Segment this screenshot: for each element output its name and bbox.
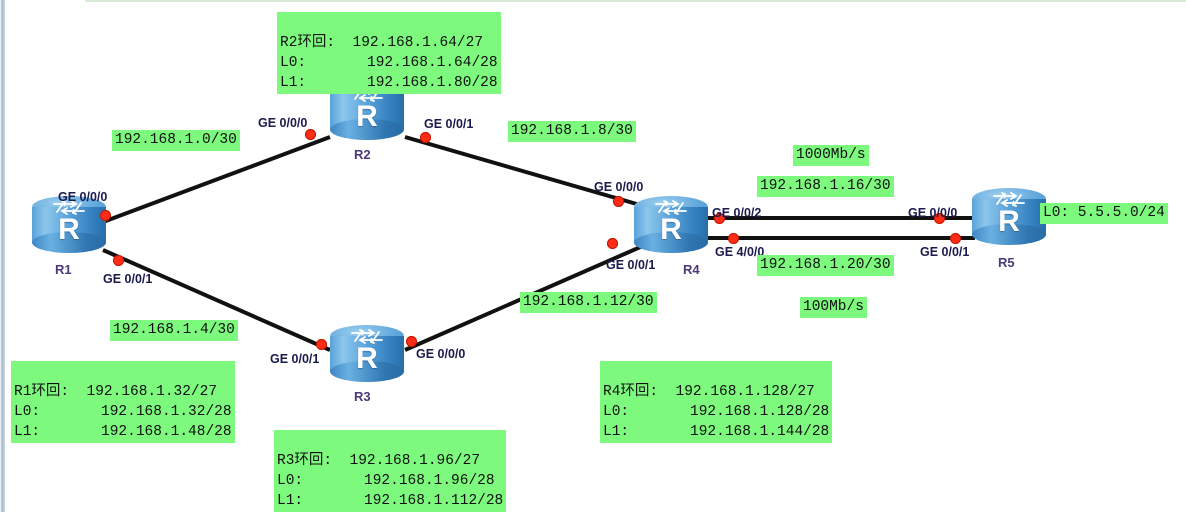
router-label-r5: R5 xyxy=(998,255,1015,270)
link-subnet-r3-r4: 192.168.1.12/30 xyxy=(520,292,657,313)
loopback-r3-l1-label: L1: xyxy=(277,493,304,509)
router-label-r4: R4 xyxy=(683,262,700,277)
link-subnet-r1-r2: 192.168.1.0/30 xyxy=(112,130,240,151)
loopback-block-r4: R4环回: 192.168.1.128/27 L0: 192.168.1.128… xyxy=(600,361,833,443)
link-subnet-r4-r5-upper: 192.168.1.16/30 xyxy=(757,176,894,197)
port-dot-r2-ge000[interactable] xyxy=(305,129,316,140)
interface-label-r2-ge001: GE 0/0/1 xyxy=(424,117,474,131)
loopback-r3-summary-value: 192.168.1.96/27 xyxy=(349,453,481,469)
loopback-block-r1: R1环回: 192.168.1.32/27 L0: 192.168.1.32/2… xyxy=(11,361,235,443)
interface-label-r5-ge000: GE 0/0/0 xyxy=(908,206,958,220)
window-left-border xyxy=(0,0,5,512)
router-r3[interactable]: R xyxy=(330,325,404,385)
loopback-r2-l1-label: L1: xyxy=(280,75,307,91)
interface-label-r4-ge002: GE 0/0/2 xyxy=(712,206,762,220)
link-r1-r3 xyxy=(102,248,331,352)
loopback-r4-summary-value: 192.168.1.128/27 xyxy=(675,384,815,400)
router-r5[interactable]: R xyxy=(972,188,1046,248)
router-bottom xyxy=(634,232,708,253)
routing-arrows-icon xyxy=(32,196,106,218)
loopback-r3-l0-value: 192.168.1.96/28 xyxy=(364,473,495,489)
interface-label-r3-ge001: GE 0/0/1 xyxy=(270,352,320,366)
loopback-r2-l0-label: L0: xyxy=(280,55,307,71)
interface-label-r5-ge001: GE 0/0/1 xyxy=(920,245,970,259)
router-bottom xyxy=(330,119,404,140)
routing-arrows-icon xyxy=(634,196,708,218)
interface-label-r2-ge000: GE 0/0/0 xyxy=(258,116,308,130)
loopback-r1-summary-label: R1环回: xyxy=(14,384,70,400)
routing-arrows-icon xyxy=(972,188,1046,210)
interface-label-r4-ge400: GE 4/0/0 xyxy=(715,245,765,259)
interface-label-r3-ge000: GE 0/0/0 xyxy=(416,347,466,361)
port-dot-r1-ge001[interactable] xyxy=(113,255,124,266)
router-r1[interactable]: R xyxy=(32,196,106,256)
loopback-r2-summary-value: 192.168.1.64/27 xyxy=(352,35,484,51)
router-letter: R xyxy=(356,342,378,375)
router-letter: R xyxy=(998,205,1020,238)
router-label-r2: R2 xyxy=(354,147,371,162)
link-subnet-r2-r4: 192.168.1.8/30 xyxy=(508,121,636,142)
interface-label-r4-ge000: GE 0/0/0 xyxy=(594,180,644,194)
loopback-r1-l1-label: L1: xyxy=(14,424,41,440)
link-r1-r2 xyxy=(102,135,331,224)
router-bottom xyxy=(32,232,106,253)
port-dot-r3-ge001[interactable] xyxy=(316,339,327,350)
router-letter: R xyxy=(356,100,378,133)
canvas-top-rule xyxy=(85,0,1186,2)
loopback-r1-l0-label: L0: xyxy=(14,404,41,420)
loopback-r4-l0-label: L0: xyxy=(603,404,630,420)
loopback-r1-summary-value: 192.168.1.32/27 xyxy=(86,384,218,400)
routing-arrows-icon xyxy=(330,325,404,347)
link-r2-r4 xyxy=(404,135,641,207)
port-dot-r1-ge000[interactable] xyxy=(100,210,111,221)
interface-label-r1-ge001: GE 0/0/1 xyxy=(103,272,153,286)
router-letter: R xyxy=(58,213,80,246)
loopback-r2-l0-value: 192.168.1.64/28 xyxy=(367,55,498,71)
loopback-block-r2: R2环回: 192.168.1.64/27 L0: 192.168.1.64/2… xyxy=(277,12,501,94)
port-dot-r5-ge001[interactable] xyxy=(950,233,961,244)
loopback-r3-l0-label: L0: xyxy=(277,473,304,489)
loopback-r2-summary-label: R2环回: xyxy=(280,35,336,51)
router-letter: R xyxy=(660,213,682,246)
router-bottom xyxy=(330,361,404,382)
router-r4[interactable]: R xyxy=(634,196,708,256)
port-dot-r3-ge000[interactable] xyxy=(406,336,417,347)
port-dot-r2-ge001[interactable] xyxy=(420,132,431,143)
loopback-r3-summary-label: R3环回: xyxy=(277,453,333,469)
loopback-r1-l0-value: 192.168.1.32/28 xyxy=(101,404,232,420)
port-dot-r4-ge000[interactable] xyxy=(613,196,624,207)
loopback-r4-l0-value: 192.168.1.128/28 xyxy=(690,404,830,420)
link-subnet-r4-r5-lower: 192.168.1.20/30 xyxy=(757,255,894,276)
loopback-r3-l1-value: 192.168.1.112/28 xyxy=(364,493,504,509)
port-dot-r4-ge002[interactable] xyxy=(714,213,725,224)
bandwidth-label-upper: 1000Mb/s xyxy=(793,145,869,166)
loopback-r1-l1-value: 192.168.1.48/28 xyxy=(101,424,232,440)
loopback-r4-l1-value: 192.168.1.144/28 xyxy=(690,424,830,440)
loopback-r4-summary-label: R4环回: xyxy=(603,384,659,400)
port-dot-r4-ge001[interactable] xyxy=(607,238,618,249)
loopback-r4-l1-label: L1: xyxy=(603,424,630,440)
port-dot-r4-ge400[interactable] xyxy=(728,233,739,244)
loopback-block-r5: L0: 5.5.5.0/24 xyxy=(1040,203,1168,224)
router-bottom xyxy=(972,224,1046,245)
router-label-r1: R1 xyxy=(55,262,72,277)
link-subnet-r1-r3: 192.168.1.4/30 xyxy=(110,320,238,341)
port-dot-r5-ge000[interactable] xyxy=(934,213,945,224)
loopback-r2-l1-value: 192.168.1.80/28 xyxy=(367,75,498,91)
interface-label-r1-ge000: GE 0/0/0 xyxy=(58,190,108,204)
interface-label-r4-ge001: GE 0/0/1 xyxy=(606,258,656,272)
bandwidth-label-lower: 100Mb/s xyxy=(800,297,867,318)
router-label-r3: R3 xyxy=(354,389,371,404)
loopback-block-r3: R3环回: 192.168.1.96/27 L0: 192.168.1.96/2… xyxy=(274,430,507,512)
